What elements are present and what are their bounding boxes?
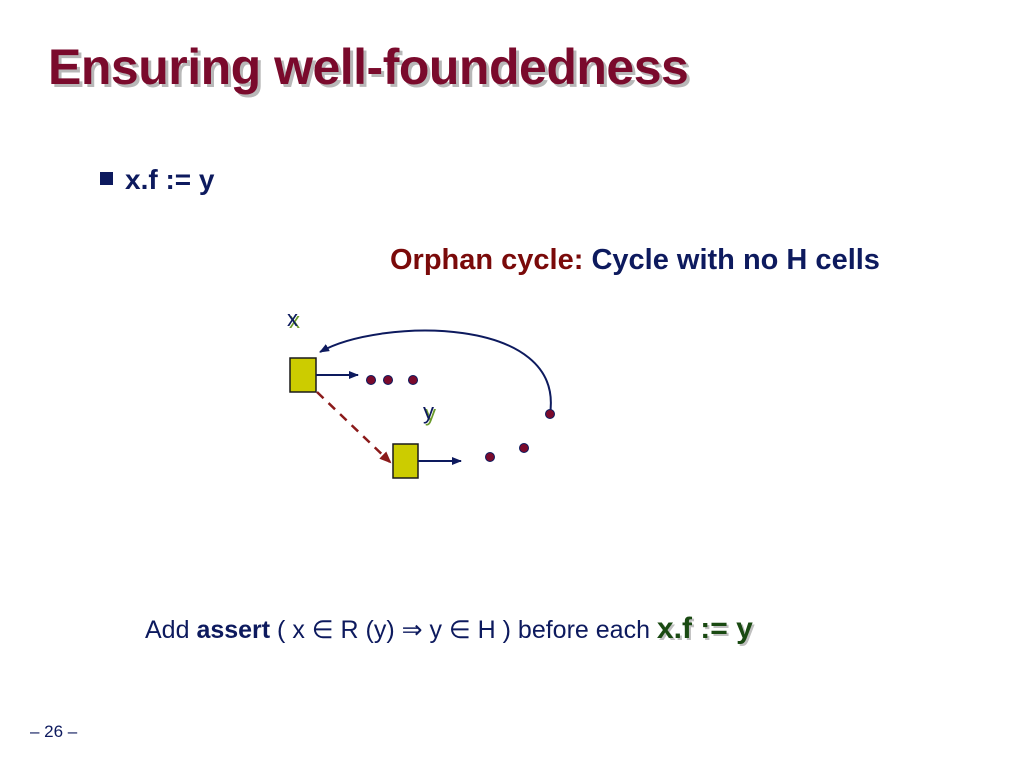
assert-prefix: Add xyxy=(145,616,197,644)
page-number: – 26 – xyxy=(30,722,78,741)
assert-statement: Add assert ( x ∈ R (y) ⇒ y ∈ H ) before … xyxy=(145,612,753,646)
orphan-cycle-description: Cycle with no H cells xyxy=(583,244,880,276)
cycle-back-arrow xyxy=(319,329,552,415)
square-bullet-icon xyxy=(100,172,113,185)
orphan-cycle-label: Orphan cycle: xyxy=(390,244,584,276)
assert-code: x.f := y xyxy=(656,612,753,645)
label-x-shadow: x xyxy=(289,308,300,333)
dot xyxy=(408,375,418,385)
dot xyxy=(519,443,529,453)
dashed-assignment-arrow xyxy=(316,391,392,464)
bullet-text: x.f := y xyxy=(125,164,215,195)
assert-condition: ( x ∈ R (y) ⇒ y ∈ H ) before each xyxy=(270,616,657,644)
dot xyxy=(545,409,555,419)
dot xyxy=(366,375,376,385)
label-x: x xyxy=(287,306,298,331)
dot xyxy=(485,452,495,462)
label-y: y xyxy=(423,399,434,424)
cell-y xyxy=(392,443,419,479)
cell-x xyxy=(289,357,317,393)
assert-keyword: assert xyxy=(196,616,271,644)
slide-title: Ensuring well-foundedness xyxy=(48,39,689,95)
bullet-item: x.f := y xyxy=(100,164,214,196)
dot xyxy=(383,375,393,385)
label-y-shadow: y xyxy=(425,401,436,426)
orphan-cycle-definition: Orphan cycle: Cycle with no H cells xyxy=(390,244,880,277)
